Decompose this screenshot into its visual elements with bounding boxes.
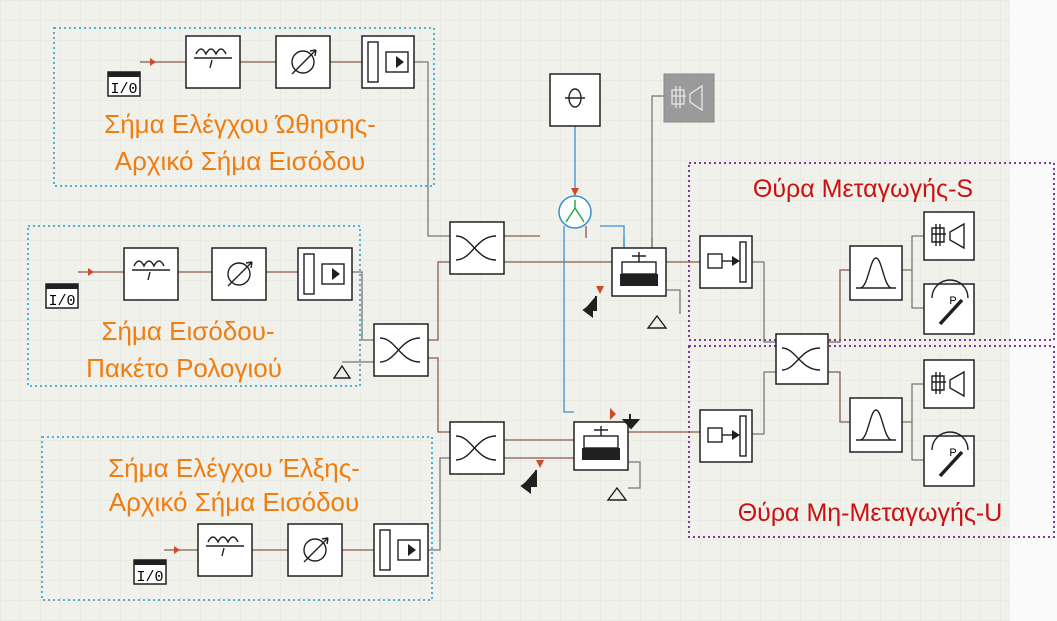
ground-symbols bbox=[332, 314, 668, 501]
laser-source-block[interactable] bbox=[549, 73, 601, 127]
optical-splitter[interactable] bbox=[558, 195, 592, 229]
push-label-line2: Αρχικό Σήμα Εισόδου bbox=[115, 146, 365, 176]
io-source-clock-label: I/0 bbox=[48, 293, 75, 310]
modulator-lower[interactable] bbox=[573, 421, 629, 471]
canvas-margin bbox=[1010, 0, 1057, 621]
phase-block-pull[interactable] bbox=[287, 523, 343, 577]
coil-block-pull[interactable] bbox=[197, 523, 253, 577]
filter-upper[interactable] bbox=[849, 245, 903, 301]
photodetector-lower[interactable] bbox=[699, 409, 753, 463]
io-source-push[interactable]: I/0 bbox=[107, 71, 141, 98]
wires bbox=[78, 61, 924, 551]
push-group-border bbox=[53, 27, 435, 187]
display-block-disabled[interactable] bbox=[663, 73, 715, 123]
coupler-clock[interactable] bbox=[373, 323, 429, 377]
push-label-line1: Σήμα Ελέγχου Ώθησης- bbox=[104, 109, 376, 139]
nonswitch-port-label: Θύρα Μη-Μεταγωγής-U bbox=[738, 499, 1003, 527]
modulator-upper[interactable] bbox=[611, 247, 667, 297]
phase-block-push[interactable] bbox=[275, 35, 331, 89]
detector-block-clock[interactable] bbox=[297, 247, 353, 301]
eye-display-lower[interactable] bbox=[923, 359, 975, 409]
pull-label-line1: Σήμα Ελέγχου Έλξης- bbox=[108, 453, 360, 483]
coupler-lower[interactable] bbox=[449, 421, 505, 475]
pull-label-line2: Αρχικό Σήμα Εισόδου bbox=[109, 487, 359, 517]
switch-port-label: Θύρα Μεταγωγής-S bbox=[753, 175, 973, 203]
io-source-clock[interactable]: I/0 bbox=[45, 283, 79, 310]
phase-block-clock[interactable] bbox=[211, 247, 267, 301]
switch-port-group-border bbox=[688, 162, 1055, 341]
nonswitch-port-group-border bbox=[688, 345, 1055, 538]
coupler-output[interactable] bbox=[775, 333, 829, 385]
coupler-upper[interactable] bbox=[449, 221, 505, 275]
eye-display-upper[interactable] bbox=[923, 211, 975, 261]
clock-label-line1: Σήμα Εισόδου- bbox=[101, 316, 274, 346]
coil-block-clock[interactable] bbox=[123, 247, 179, 301]
power-meter-upper[interactable]: P bbox=[923, 279, 975, 335]
clock-group-border bbox=[27, 225, 361, 387]
photodetector-upper[interactable] bbox=[699, 235, 753, 289]
arrowheads bbox=[88, 58, 616, 554]
power-meter-upper-label: P bbox=[949, 295, 956, 307]
clock-label-line2: Πακέτο Ρολογιού bbox=[86, 353, 282, 383]
coil-block-push[interactable] bbox=[185, 35, 241, 89]
io-source-pull[interactable]: I/0 bbox=[133, 559, 167, 586]
io-source-push-label: I/0 bbox=[110, 81, 137, 98]
power-meter-lower-label: P bbox=[949, 447, 956, 459]
filter-lower[interactable] bbox=[849, 397, 903, 453]
pull-group-border bbox=[41, 436, 433, 601]
io-source-pull-label: I/0 bbox=[136, 569, 163, 586]
power-meter-lower[interactable]: P bbox=[923, 431, 975, 487]
detector-block-push[interactable] bbox=[361, 35, 415, 89]
detector-block-pull[interactable] bbox=[373, 523, 429, 577]
signal-return-arrows bbox=[520, 296, 641, 494]
